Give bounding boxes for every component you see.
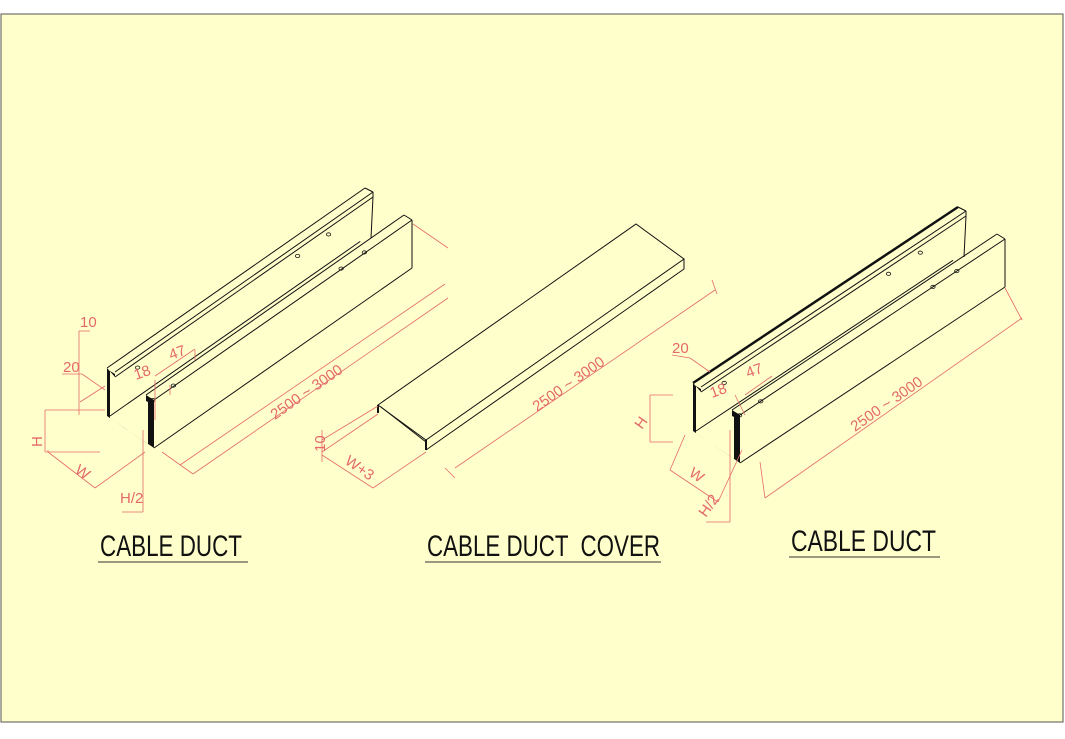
dimension-line: [321, 454, 374, 489]
dimension-line: [744, 375, 773, 396]
cable-duct-left: [106, 187, 413, 449]
edge-line: [957, 206, 967, 212]
dimension-lines: [44, 223, 1023, 523]
dimension-line: [444, 467, 456, 479]
mounting-hole: [930, 284, 936, 289]
dim-47: 47: [744, 360, 765, 382]
lip-edge: [114, 196, 374, 378]
mounting-hole: [361, 250, 367, 255]
dimension-line: [81, 373, 106, 391]
dimension-line: [669, 434, 686, 471]
dim-h-half: H/2: [120, 490, 143, 507]
cover-inner-edge: [380, 406, 427, 443]
top-edge: [106, 187, 366, 369]
mounting-hole: [170, 383, 177, 388]
mounting-hole: [917, 250, 923, 255]
mounting-hole: [135, 365, 141, 370]
dimension-line: [669, 469, 719, 503]
dim-20: 20: [672, 340, 689, 357]
top-edge: [692, 205, 959, 385]
title-cable-duct-right: CABLE DUCT: [791, 525, 936, 558]
dimension-line: [79, 385, 106, 403]
mounting-hole: [885, 271, 892, 276]
front-profile: [107, 368, 154, 448]
dimension-line: [764, 317, 1023, 499]
wall-top-edge: [739, 238, 1006, 416]
title-cable-duct-left: CABLE DUCT: [100, 530, 242, 563]
wall-top-edge: [145, 214, 405, 396]
wall-top-edge: [153, 219, 413, 401]
dimension-line: [154, 348, 196, 377]
inner-bottom-edge: [109, 240, 361, 417]
lip-edge: [114, 191, 374, 373]
dim-length-line: [179, 283, 446, 466]
dim-18: 18: [708, 380, 729, 402]
dimension-line: [47, 451, 96, 489]
mounting-hole: [294, 253, 301, 258]
dimension-line: [321, 413, 379, 453]
dimension-line: [192, 297, 449, 475]
edge-line: [996, 233, 1006, 240]
dimension-line: [94, 451, 146, 489]
dimension-line: [372, 451, 427, 489]
dimension-line: [711, 279, 718, 295]
mounting-hole: [758, 399, 764, 404]
bottom-edge: [739, 286, 1006, 464]
lip-edge: [700, 210, 967, 388]
edge-line: [364, 187, 374, 193]
dim-10: 10: [80, 314, 97, 331]
dimension-line: [412, 223, 449, 249]
edge-line: [403, 214, 413, 221]
front-profile: [693, 383, 740, 463]
dim-h: H: [29, 436, 46, 447]
mounting-hole: [721, 380, 727, 385]
mounting-hole: [325, 232, 332, 237]
dimension-line: [689, 357, 711, 373]
drawing-frame: [0, 13, 1064, 723]
cover-side-edge: [425, 268, 685, 451]
dim-20: 20: [63, 359, 80, 376]
mounting-hole: [954, 269, 960, 274]
dimension-line: [161, 451, 194, 475]
dim-18: 18: [132, 362, 153, 384]
lip-edge: [700, 215, 967, 393]
dimension-line: [734, 394, 746, 416]
cable-duct-cover: [377, 223, 685, 451]
dimension-line: [759, 461, 766, 499]
wall-top-edge: [731, 233, 998, 411]
dim-cover-10: 10: [312, 435, 329, 452]
dim-47: 47: [167, 342, 188, 364]
mounting-hole: [338, 266, 344, 271]
back-wall-edge: [370, 196, 374, 239]
bottom-edge: [153, 267, 413, 449]
back-wall-edge: [963, 215, 967, 258]
mounting-hole: [736, 413, 743, 418]
dimension-line: [671, 354, 691, 359]
dimension-line: [321, 405, 379, 441]
title-cable-duct-cover: CABLE DUCT COVER: [427, 530, 660, 563]
dimension-line: [1004, 287, 1023, 321]
dimension-line: [454, 289, 716, 469]
